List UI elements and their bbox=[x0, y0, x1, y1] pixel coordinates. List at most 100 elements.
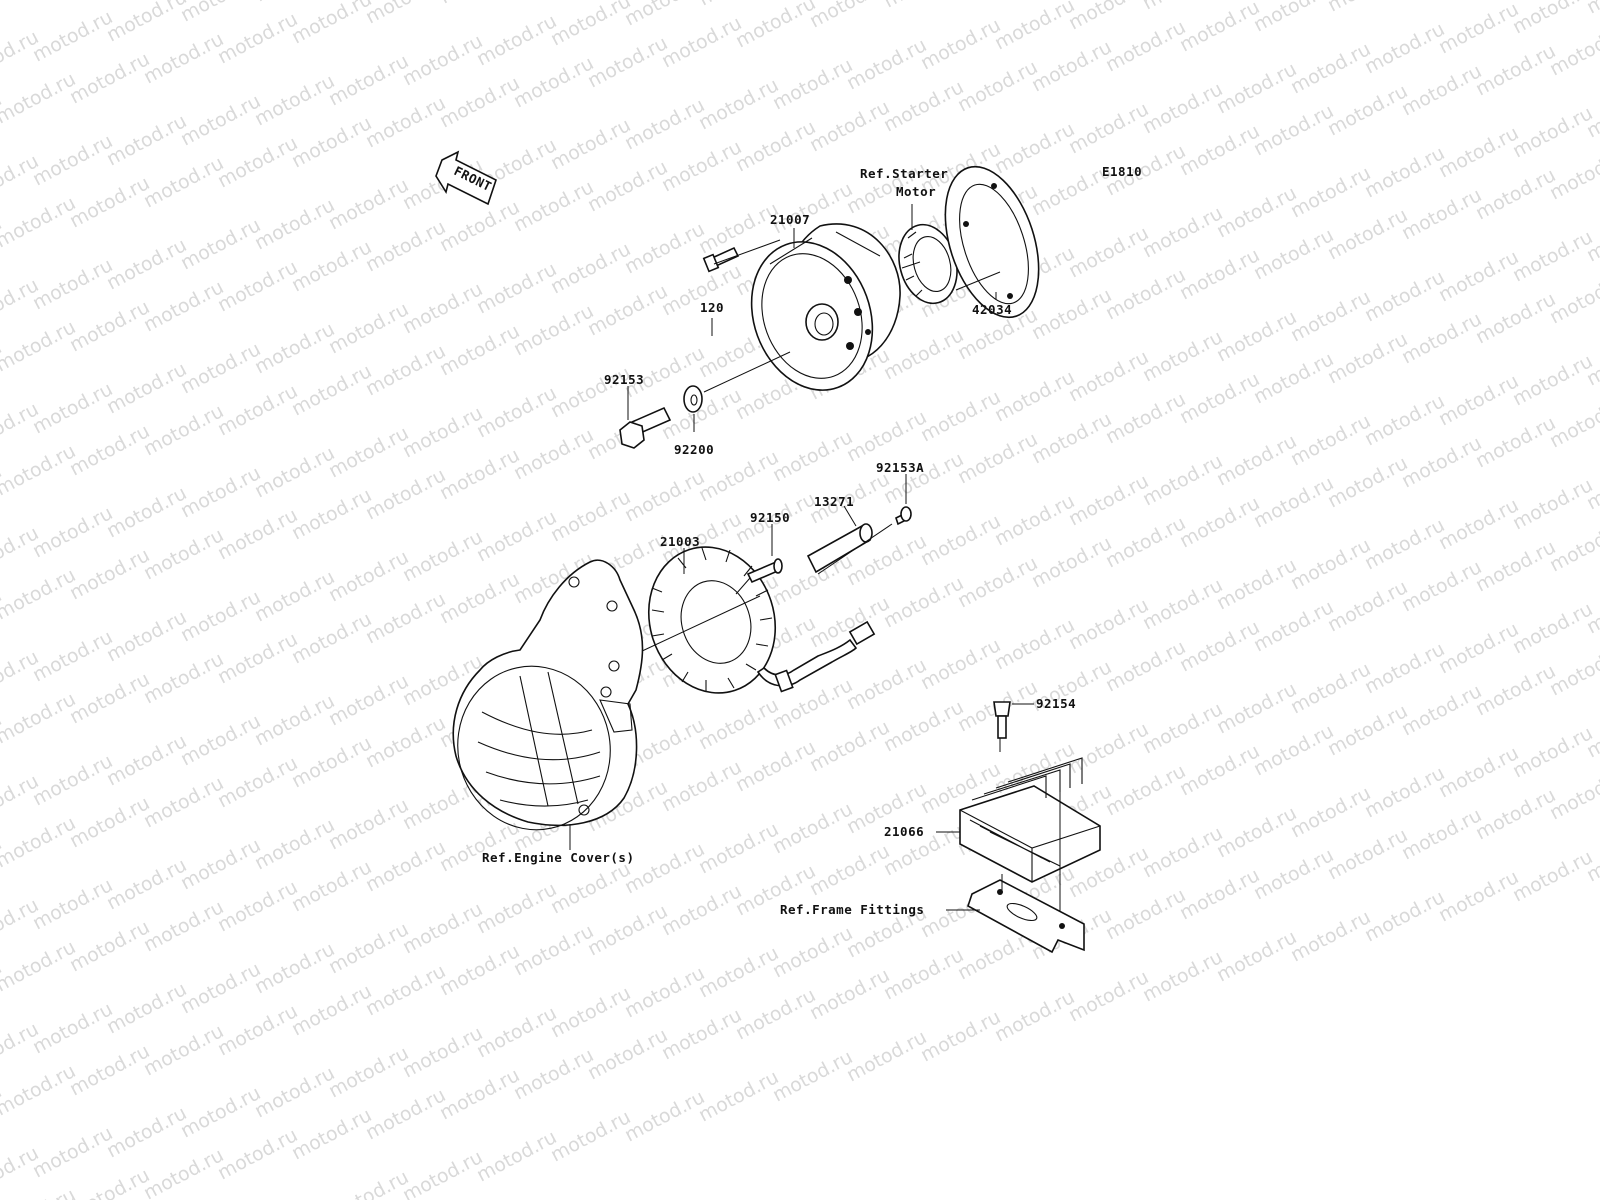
watermark-text: motod.ru bbox=[66, 48, 153, 108]
watermark-text: motod.ru bbox=[325, 298, 412, 358]
watermark-text: motod.ru bbox=[1176, 864, 1263, 924]
part-label-21003: 21003 bbox=[660, 534, 700, 549]
watermark-text: motod.ru bbox=[1361, 266, 1448, 326]
watermark-text: motod.ru bbox=[66, 916, 153, 976]
watermark-text: motod.ru bbox=[251, 938, 338, 998]
watermark-text: motod.ru bbox=[288, 856, 375, 916]
ref-starter-motor-label-line2: Motor bbox=[896, 184, 936, 199]
watermark-text: motod.ru bbox=[362, 836, 449, 896]
watermark-text: motod.ru bbox=[29, 378, 116, 438]
watermark-text: motod.ru bbox=[658, 1004, 745, 1064]
watermark-text: motod.ru bbox=[1139, 450, 1226, 510]
watermark-text: motod.ru bbox=[473, 878, 560, 938]
watermark-text: motod.ru bbox=[1065, 718, 1152, 778]
watermark-text: motod.ru bbox=[880, 0, 967, 12]
watermark-text: motod.ru bbox=[1065, 222, 1152, 282]
watermark-text: motod.ru bbox=[1509, 598, 1596, 658]
watermark-text: motod.ru bbox=[103, 482, 190, 542]
watermark-text: motod.ru bbox=[473, 506, 560, 566]
watermark-text: motod.ru bbox=[1472, 536, 1559, 596]
watermark-text: motod.ru bbox=[510, 424, 597, 484]
watermark-text: motod.ru bbox=[584, 280, 671, 340]
watermark-text: motod.ru bbox=[806, 840, 893, 900]
watermark-text: motod.ru bbox=[140, 276, 227, 336]
watermark-text: motod.ru bbox=[1324, 824, 1411, 884]
watermark-text: motod.ru bbox=[806, 716, 893, 776]
watermark-text: motod.ru bbox=[214, 1000, 301, 1060]
watermark-text: motod.ru bbox=[1361, 762, 1448, 822]
watermark-text: motod.ru bbox=[621, 218, 708, 278]
watermark-text: motod.ru bbox=[473, 1002, 560, 1062]
part-label-92200: 92200 bbox=[674, 442, 714, 457]
watermark-text: motod.ru bbox=[584, 1024, 671, 1084]
watermark-text: motod.ru bbox=[1213, 58, 1300, 118]
regulator-rectifier bbox=[959, 714, 1101, 954]
watermark-text: motod.ru bbox=[0, 688, 79, 748]
watermark-text: motod.ru bbox=[0, 316, 79, 376]
watermark-text: motod.ru bbox=[695, 818, 782, 878]
part-label-92150: 92150 bbox=[750, 510, 790, 525]
watermark-text: motod.ru bbox=[510, 920, 597, 980]
watermark-text: motod.ru bbox=[436, 196, 523, 256]
watermark-text: motod.ru bbox=[1361, 514, 1448, 574]
watermark-text: motod.ru bbox=[1324, 576, 1411, 636]
watermark-text: motod.ru bbox=[991, 490, 1078, 550]
watermark-text: motod.ru bbox=[1509, 350, 1596, 410]
watermark-text: motod.ru bbox=[325, 918, 412, 978]
watermark-text: motod.ru bbox=[436, 940, 523, 1000]
watermark-text: motod.ru bbox=[991, 366, 1078, 426]
watermark-text: motod.ru bbox=[103, 358, 190, 418]
watermark-text: motod.ru bbox=[1065, 594, 1152, 654]
watermark-text: motod.ru bbox=[103, 854, 190, 914]
watermark-text: motod.ru bbox=[288, 980, 375, 1040]
watermark-text: motod.ru bbox=[1361, 886, 1448, 946]
watermark-text: motod.ru bbox=[1102, 512, 1189, 572]
watermark-text: motod.ru bbox=[0, 68, 79, 128]
watermark-text: motod.ru bbox=[954, 552, 1041, 612]
watermark-text: motod.ru bbox=[806, 96, 893, 156]
watermark-text: motod.ru bbox=[29, 254, 116, 314]
watermark-text: motod.ru bbox=[843, 34, 930, 94]
watermark-text: motod.ru bbox=[1139, 822, 1226, 882]
watermark-text: motod.ru bbox=[991, 0, 1078, 54]
watermark-text: motod.ru bbox=[362, 216, 449, 276]
watermark-text: motod.ru bbox=[1213, 554, 1300, 614]
watermark-text: motod.ru bbox=[1250, 596, 1337, 656]
watermark-text: motod.ru bbox=[1287, 286, 1374, 346]
watermark-text: motod.ru bbox=[140, 648, 227, 708]
watermark-text: motod.ru bbox=[288, 0, 375, 48]
watermark-text: motod.ru bbox=[362, 340, 449, 400]
watermark-text: motod.ru bbox=[399, 1146, 486, 1200]
watermark-text: motod.ru bbox=[1287, 906, 1374, 966]
watermark-text: motod.ru bbox=[1176, 120, 1263, 180]
watermark-text: motod.ru bbox=[325, 794, 412, 854]
watermark-text: motod.ru bbox=[214, 380, 301, 440]
watermark-text: motod.ru bbox=[1102, 884, 1189, 944]
watermark-text: motod.ru bbox=[103, 110, 190, 170]
watermark-text: motod.ru bbox=[140, 772, 227, 832]
watermark-text: motod.ru bbox=[806, 0, 893, 32]
watermark-text: motod.ru bbox=[1139, 202, 1226, 262]
watermark-text: motod.ru bbox=[621, 466, 708, 526]
watermark-text: motod.ru bbox=[1250, 100, 1337, 160]
watermark-text: motod.ru bbox=[732, 736, 819, 796]
watermark-text: motod.ru bbox=[0, 1060, 79, 1120]
watermark-text: motod.ru bbox=[584, 156, 671, 216]
watermark-text: motod.ru bbox=[1102, 264, 1189, 324]
watermark-text: motod.ru bbox=[1287, 534, 1374, 594]
watermark-text: motod.ru bbox=[1176, 616, 1263, 676]
watermark-text: motod.ru bbox=[436, 1064, 523, 1124]
watermark-text: motod.ru bbox=[140, 896, 227, 956]
watermark-text: motod.ru bbox=[251, 194, 338, 254]
watermark-text: motod.ru bbox=[1435, 370, 1522, 430]
watermark-text: motod.ru bbox=[325, 546, 412, 606]
watermark-text: motod.ru bbox=[325, 422, 412, 482]
watermark-text: motod.ru bbox=[547, 1106, 634, 1166]
watermark-text: motod.ru bbox=[288, 360, 375, 420]
watermark-text: motod.ru bbox=[177, 0, 264, 26]
watermark-text: motod.ru bbox=[29, 750, 116, 810]
watermark-text: motod.ru bbox=[399, 30, 486, 90]
watermark-text: motod.ru bbox=[547, 486, 634, 546]
watermark-text: motod.ru bbox=[1028, 532, 1115, 592]
